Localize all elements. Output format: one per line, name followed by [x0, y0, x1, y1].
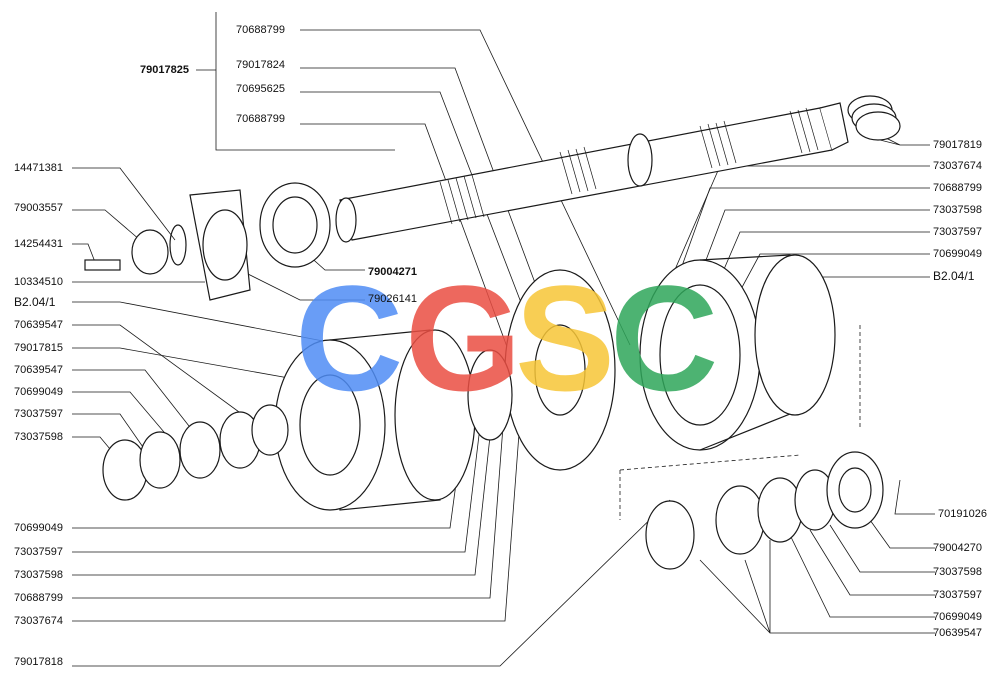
- leader-top-70695625: [300, 91, 541, 353]
- watermark-letter-c2: C: [610, 254, 718, 422]
- leader-top-79017824: [300, 67, 561, 351]
- label-top-79017824: 79017824: [236, 59, 285, 71]
- label-br-73037597: 73037597: [933, 589, 982, 601]
- label-14471381: 14471381: [14, 162, 63, 174]
- label-bl-73037674: 73037674: [14, 615, 63, 627]
- leader-bracket-79017825: [196, 12, 395, 151]
- leader-br-73037597: [809, 529, 935, 596]
- label-73037598-right: 73037598: [933, 204, 982, 216]
- leader-br-73037598: [829, 524, 935, 573]
- label-70688799-right: 70688799: [933, 182, 982, 194]
- watermark-letter-c1: C: [295, 254, 403, 422]
- label-bl-73037598: 73037598: [14, 569, 63, 581]
- label-br-70639547: 70639547: [933, 627, 982, 639]
- label-10334510: 10334510: [14, 276, 63, 288]
- label-b2041-right: B2.04/1: [933, 269, 975, 283]
- hub-79026141: [189, 189, 251, 301]
- leader-top-70688799-b: [300, 123, 511, 356]
- label-79004271: 79004271: [368, 266, 417, 278]
- label-73037674-right: 73037674: [933, 160, 982, 172]
- leader-79026141: [239, 269, 365, 301]
- main-shaft: [335, 102, 849, 243]
- leader-bl-73037674: [72, 419, 521, 622]
- leader-b2041-left: [72, 301, 371, 351]
- leader-br-79004270: [869, 519, 935, 549]
- label-70639547-b: 70639547: [14, 364, 63, 376]
- leader-70699049-left: [72, 391, 176, 446]
- label-70699049-right: 70699049: [933, 248, 982, 260]
- leader-br-70699049: [789, 534, 935, 618]
- label-70639547-a: 70639547: [14, 319, 63, 331]
- label-73037597-left: 73037597: [14, 408, 63, 420]
- leader-14471381: [72, 167, 176, 241]
- label-br-70699049: 70699049: [933, 611, 982, 623]
- gear-drum-79017815: [274, 329, 476, 511]
- label-top-70688799-a: 70688799: [236, 24, 285, 36]
- watermark-letter-s: S: [515, 254, 615, 422]
- leader-bl-70688799: [72, 399, 506, 599]
- leader-79003557: [72, 209, 141, 241]
- label-bl-73037597: 73037597: [14, 546, 63, 558]
- label-70699049-left: 70699049: [14, 386, 63, 398]
- label-79003557: 79003557: [14, 202, 63, 214]
- label-79026141: 79026141: [368, 293, 417, 305]
- cap-79003557: [131, 229, 169, 275]
- label-top-70695625: 70695625: [236, 83, 285, 95]
- leader-top-70688799-a: [300, 29, 631, 346]
- leader-bl-73037597: [72, 384, 486, 553]
- ring-14471381: [169, 224, 187, 266]
- label-top-70688799-b: 70688799: [236, 113, 285, 125]
- label-b2041-left: B2.04/1: [14, 295, 56, 309]
- leader-79017815: [72, 347, 301, 381]
- dashed-outline: [619, 325, 861, 520]
- leader-bl-73037598: [72, 389, 496, 576]
- label-73037597-right: 73037597: [933, 226, 982, 238]
- leader-70639547-a: [72, 324, 251, 421]
- label-bl-70688799: 70688799: [14, 592, 63, 604]
- leader-br-70191026: [894, 479, 935, 515]
- watermark-logo: C G S C: [295, 254, 718, 422]
- parts-drawing: [84, 95, 901, 570]
- label-br-73037598: 73037598: [933, 566, 982, 578]
- label-79017819: 79017819: [933, 139, 982, 151]
- bearing-stack-left: [102, 404, 289, 501]
- label-bl-70699049: 70699049: [14, 522, 63, 534]
- label-top-79017825: 79017825: [140, 64, 189, 76]
- label-79017815: 79017815: [14, 342, 63, 354]
- bearing-79004271: [259, 182, 331, 268]
- watermark-letter-g: G: [405, 254, 522, 422]
- label-73037598-left: 73037598: [14, 431, 63, 443]
- spring-79017819: [847, 95, 901, 141]
- ring-gear-right: [639, 254, 836, 451]
- leader-br-70639547: [699, 540, 935, 634]
- leader-14254431: [72, 243, 96, 263]
- leader-bl-79017818: [72, 499, 671, 667]
- bolt-14254431: [84, 259, 121, 271]
- label-bl-79017818: 79017818: [14, 656, 63, 668]
- leader-73037597-left: [72, 413, 146, 451]
- disc-gear-middle: [467, 269, 616, 471]
- leader-70639547-b: [72, 369, 201, 441]
- label-br-70191026: 70191026: [938, 508, 987, 520]
- label-br-79004270: 79004270: [933, 542, 982, 554]
- label-14254431: 14254431: [14, 238, 63, 250]
- bearing-stack-right: [645, 451, 884, 570]
